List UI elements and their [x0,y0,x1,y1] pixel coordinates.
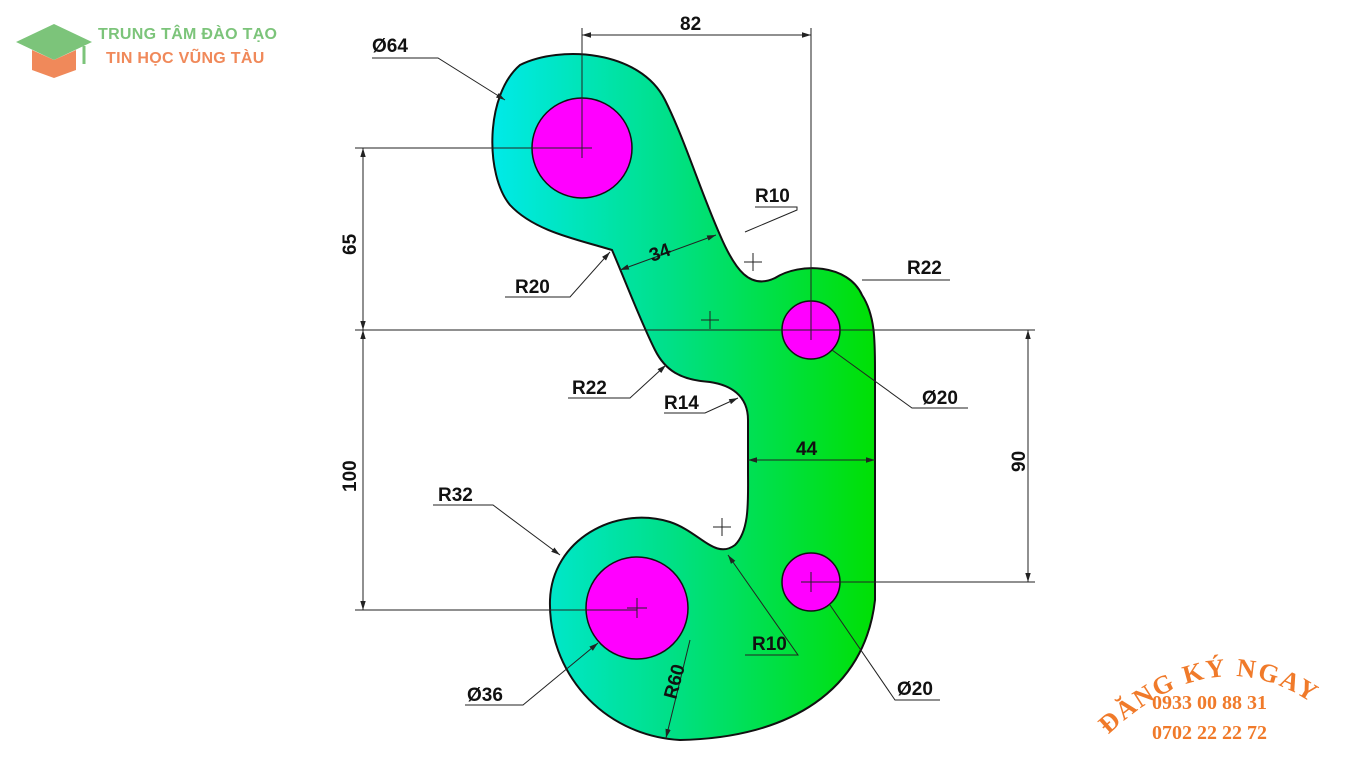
dim-length-82: 82 [680,14,701,35]
dim-vertical-90: 90 [1009,451,1030,472]
dim-radius-14: R14 [664,393,699,414]
part-outline [491,53,876,742]
dim-radius-10-top: R10 [755,186,790,207]
dim-vertical-100: 100 [340,460,361,492]
logo-line-1: TRUNG TÂM ĐÀO TẠO [98,26,278,43]
dimension-lines [355,28,1035,739]
promo-phone-1: 0933 00 88 31 [1152,692,1267,714]
dim-radius-10-bottom: R10 [752,634,787,655]
dim-vertical-65: 65 [340,233,361,255]
dim-width-44: 44 [796,439,818,460]
logo-line-2: TIN HỌC VŨNG TÀU [106,50,265,67]
promo-phone-2: 0702 22 22 72 [1152,722,1267,744]
graduation-cap-icon [16,24,92,78]
dim-diameter-36: Ø36 [467,685,503,706]
dim-radius-32: R32 [438,485,473,506]
dim-diameter-20-lower: Ø20 [897,679,933,700]
dim-diameter-64: Ø64 [372,36,408,57]
dim-radius-22-left: R22 [572,378,607,399]
logo: TRUNG TÂM ĐÀO TẠO TIN HỌC VŨNG TÀU [14,20,314,80]
dim-diameter-20-upper: Ø20 [922,388,958,409]
dim-radius-22-right: R22 [907,258,942,279]
dim-radius-20: R20 [515,277,550,298]
